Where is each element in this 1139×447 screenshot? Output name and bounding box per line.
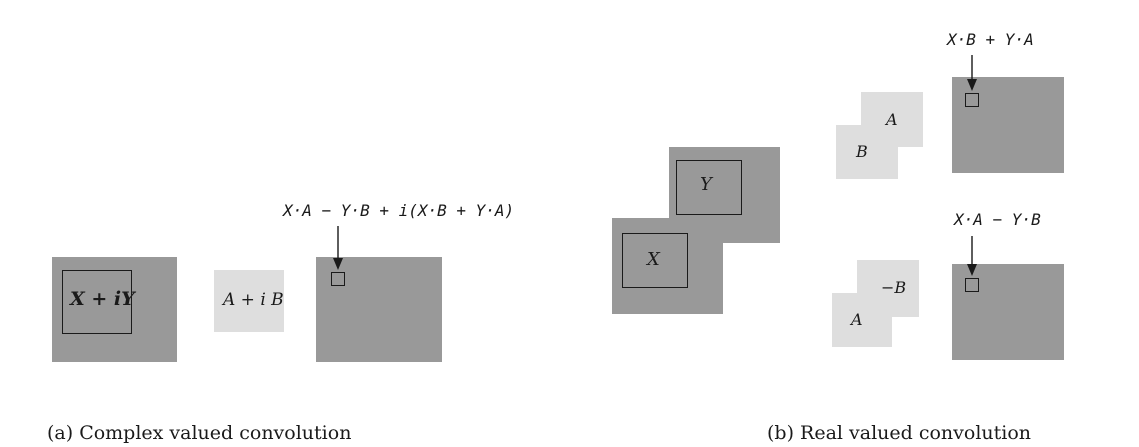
real-output-cell-bottom [965,278,979,292]
real-output-formula-top: X·B + Y·A [947,30,1034,49]
caption-a: (a) Complex valued convolution [47,422,352,444]
real-input-patch-y [676,160,742,215]
real-input-label-x: X [647,249,660,270]
real-kernel-bottom-a-label: A [851,310,863,329]
complex-input-map [52,257,177,362]
complex-output-map [316,257,442,362]
complex-input-patch [62,270,132,334]
real-kernel-top-a-label: A [886,110,898,129]
real-kernel-bottom-neg-b-label: −B [881,278,907,297]
complex-input-label: X + iY [70,288,135,310]
real-input-label-y: Y [700,174,712,195]
complex-output-formula: X·A − Y·B + i(X·B + Y·A) [283,201,515,220]
real-output-map-bottom [952,264,1064,360]
complex-output-cell [331,272,345,286]
real-kernel-bottom-a [832,293,892,347]
real-input-patch-x [622,233,688,288]
caption-b: (b) Real valued convolution [767,422,1032,444]
complex-output-arrow [333,226,343,270]
real-output-cell-top [965,93,979,107]
real-top-output-arrow [967,55,977,91]
real-bottom-output-arrow [967,236,977,276]
real-input-map-x [612,218,723,314]
real-kernel-top-b-label: B [856,142,868,161]
complex-kernel [214,270,284,332]
real-kernel-top-b [836,125,898,179]
real-output-formula-bottom: X·A − Y·B [954,210,1041,229]
complex-kernel-label: A + i B [223,290,284,310]
